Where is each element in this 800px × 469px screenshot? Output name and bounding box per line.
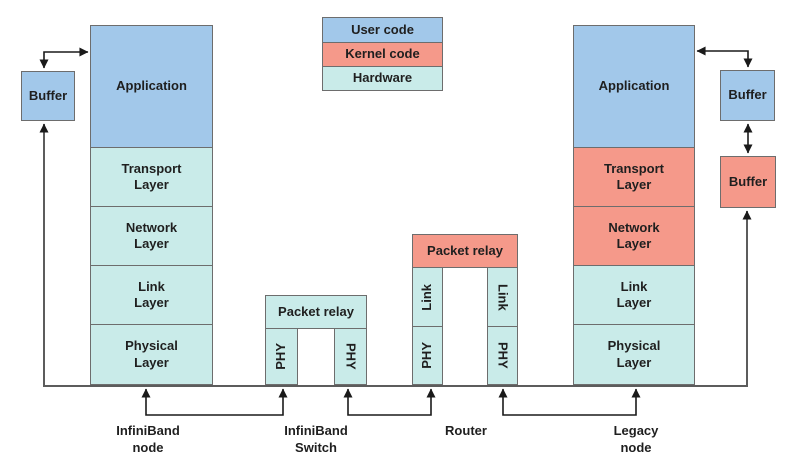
phy-label: PHY xyxy=(419,342,435,369)
legend-item-kernel-code: Kernel code xyxy=(323,42,442,66)
router-packet-relay: Packet relay xyxy=(412,234,518,268)
infiniband-node-buffer: Buffer xyxy=(21,71,75,121)
legacy-application-layer: Application xyxy=(574,26,694,147)
buffer-label: Buffer xyxy=(728,173,768,189)
link-switch-to-router xyxy=(343,388,436,416)
infiniband-application-layer: Application xyxy=(91,26,212,147)
layer-label: Network Layer xyxy=(608,219,660,251)
legacy-transport-layer: Transport Layer xyxy=(574,147,694,206)
legend-item-user-code: User code xyxy=(323,18,442,42)
switch-phy-left: PHY xyxy=(265,328,298,385)
switch-packet-relay: Packet relay xyxy=(265,295,367,329)
link-label: Link xyxy=(419,283,435,311)
legend-label-kernel-code: Kernel code xyxy=(345,46,420,62)
legacy-physical-layer: Physical Layer xyxy=(574,324,694,384)
phy-label: PHY xyxy=(495,342,511,369)
legacy-kernel-buffer: Buffer xyxy=(720,156,776,208)
legacy-user-buffer: Buffer xyxy=(720,70,775,121)
legacy-network-layer: Network Layer xyxy=(574,206,694,265)
layer-label: Transport Layer xyxy=(604,160,664,192)
legend-item-hardware: Hardware xyxy=(323,66,442,90)
phy-label: PHY xyxy=(343,343,359,370)
layer-label: Physical Layer xyxy=(125,338,178,370)
infiniband-physical-layer: Physical Layer xyxy=(91,324,212,384)
layer-label: Application xyxy=(116,78,187,94)
link-node-to-switch xyxy=(141,388,288,416)
infiniband-node-stack: Application Transport Layer Network Laye… xyxy=(90,25,213,385)
layer-label: Application xyxy=(598,78,670,94)
phy-label: PHY xyxy=(273,343,289,370)
app-buffer-arrow-right xyxy=(696,46,753,68)
layer-label: Network Layer xyxy=(125,219,178,251)
caption-router: Router xyxy=(445,423,487,438)
layer-label: Link Layer xyxy=(134,278,169,310)
legend-label-hardware: Hardware xyxy=(352,70,413,86)
layer-label: Transport Layer xyxy=(121,160,182,192)
caption-infiniband-node: InfiniBand node xyxy=(116,423,180,455)
packet-relay-label: Packet relay xyxy=(427,242,503,258)
link-label: Link xyxy=(495,283,511,311)
legacy-link-layer: Link Layer xyxy=(574,265,694,324)
buffer-label: Buffer xyxy=(28,87,68,103)
link-router-to-legacy xyxy=(498,388,641,416)
buffer-label: Buffer xyxy=(728,87,767,103)
layer-label: Physical Layer xyxy=(607,338,661,370)
legacy-node-stack: Application Transport Layer Network Laye… xyxy=(573,25,695,385)
router-link-right: Link xyxy=(487,267,518,327)
app-buffer-arrow-left xyxy=(39,47,89,69)
layer-label: Link Layer xyxy=(616,278,652,310)
infiniband-transport-layer: Transport Layer xyxy=(91,147,212,206)
legend: User code Kernel code Hardware xyxy=(322,17,443,91)
switch-phy-right: PHY xyxy=(334,328,367,385)
router-link-left: Link xyxy=(412,267,443,327)
router-phy-left: PHY xyxy=(412,326,443,385)
legend-label-user-code: User code xyxy=(351,21,414,37)
caption-legacy-node: Legacy node xyxy=(613,423,659,455)
router-phy-right: PHY xyxy=(487,326,518,385)
infiniband-link-layer: Link Layer xyxy=(91,265,212,324)
packet-relay-label: Packet relay xyxy=(278,303,354,319)
infiniband-network-layer: Network Layer xyxy=(91,206,212,265)
caption-infiniband-switch: InfiniBand Switch xyxy=(284,423,348,455)
